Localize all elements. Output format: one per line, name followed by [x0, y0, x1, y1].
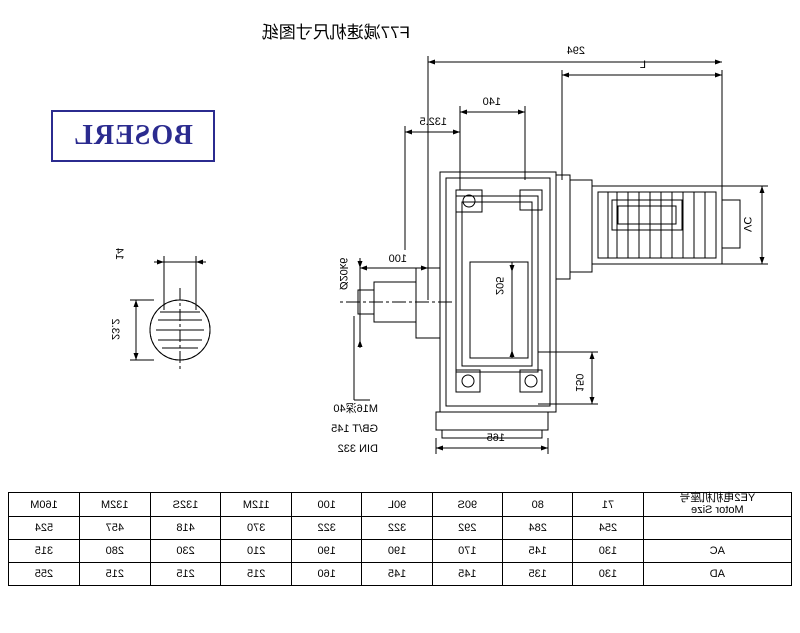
table-cell: 145 [502, 539, 573, 563]
dim-23-2: 23.2 [109, 318, 121, 340]
table-cell: 145 [361, 562, 433, 586]
dim-205: 205 [493, 276, 505, 295]
table-column-header: 112M [220, 492, 292, 517]
table-cell: 130 [572, 562, 644, 586]
table-cell: 210 [220, 539, 292, 563]
dim-294: 294 [566, 45, 585, 57]
table-column-header: 80 [502, 492, 573, 517]
dim-165: 165 [486, 432, 505, 444]
dim-150: 150 [573, 373, 585, 392]
table-cell: 160 [291, 562, 362, 586]
table-cell: 170 [432, 539, 503, 563]
table-column-header: 132M [79, 492, 151, 517]
table-cell: 284 [502, 516, 573, 540]
table-cell: 457 [79, 516, 151, 540]
note-standard-din: DIN 332 [337, 443, 378, 455]
table-cell: 215 [150, 562, 221, 586]
dim-shaft-diameter: Ø20k6 [337, 257, 349, 290]
table-column-header: 71 [572, 492, 644, 517]
table-column-header: 132S [150, 492, 221, 517]
table-row-label [643, 516, 792, 540]
note-standard-gbt: GB/T 145 [331, 423, 378, 435]
table-cell: 145 [432, 562, 503, 586]
dim-VC: VC [741, 216, 753, 232]
table-cell: 254 [572, 516, 644, 540]
table-cell: 370 [220, 516, 292, 540]
table-cell: 130 [572, 539, 644, 563]
dim-132-5: 132.5 [419, 116, 447, 128]
table-column-header: 90L [361, 492, 433, 517]
table-cell: 524 [8, 516, 80, 540]
table-column-header: 160M [8, 492, 80, 517]
table-row-label: AD [643, 562, 792, 586]
dim-100: 100 [388, 253, 407, 265]
table-cell: 190 [361, 539, 433, 563]
table-column-header: 100 [291, 492, 362, 517]
table-cell: 322 [361, 516, 433, 540]
table-cell: 280 [79, 539, 151, 563]
dim-140: 140 [482, 96, 501, 108]
dim-L: L [639, 59, 646, 71]
table-cell: 215 [79, 562, 151, 586]
table-cell: 215 [220, 562, 292, 586]
table-cell: 418 [150, 516, 221, 540]
table-cell: 255 [8, 562, 80, 586]
note-thread: M16深40 [333, 403, 378, 415]
table-cell: 315 [8, 539, 80, 563]
table-cell: 292 [432, 516, 503, 540]
table-row-label: AC [643, 539, 792, 563]
table-cell: 135 [502, 562, 573, 586]
table-cell: 190 [291, 539, 362, 563]
table-cell: 230 [150, 539, 221, 563]
dim-14: 14 [113, 247, 125, 260]
table-cell: 322 [291, 516, 362, 540]
table-column-header: 90S [432, 492, 503, 517]
